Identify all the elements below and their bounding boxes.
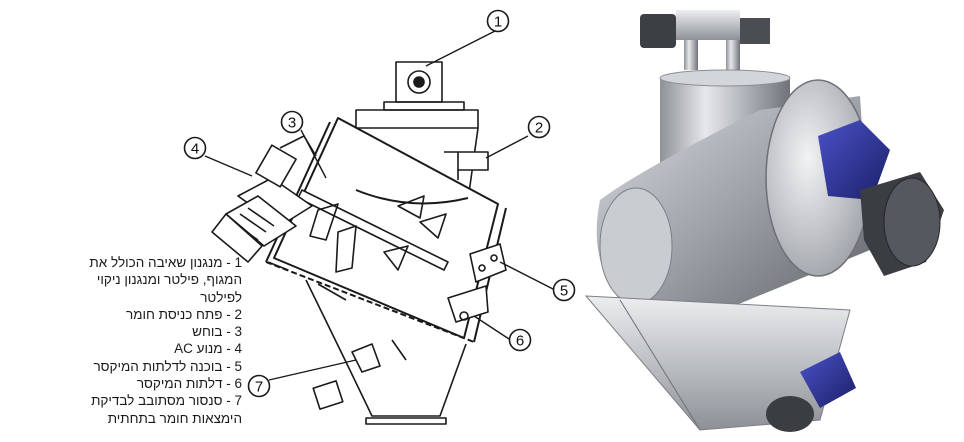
legend: 1 - מנגנון שאיבה הכולל את המגוף, פילטר ומ… (62, 254, 242, 427)
callout-leaders (204, 29, 554, 381)
legend-line: 5 - בוכנה לדלתות המיקסר (93, 358, 242, 374)
door-piston (447, 243, 507, 323)
callout-1: 1 (486, 9, 510, 33)
callout-2: 2 (527, 115, 551, 139)
legend-line: המגוף, פילטר ומנגנון ניקוי (96, 272, 242, 288)
legend-line: 3 - בוחש (192, 324, 242, 340)
callout-4: 4 (183, 136, 207, 160)
legend-line: 6 - דלתות המיקסר (136, 376, 242, 392)
svg-text:7: 7 (255, 379, 263, 396)
agitator (297, 189, 449, 273)
callout-markers: 1 2 3 4 5 6 7 (183, 9, 576, 398)
render-hopper (584, 295, 851, 431)
render-lower-motor (766, 352, 856, 432)
legend-line: 7 - סנסור מסתובב לבדיקת (91, 393, 242, 409)
schematic-drawing (211, 61, 507, 425)
svg-text:3: 3 (288, 115, 296, 132)
callout-5: 5 (552, 278, 576, 302)
callout-3: 3 (280, 110, 304, 134)
svg-text:6: 6 (516, 333, 524, 350)
material-inlet (444, 151, 489, 180)
callout-7: 7 (247, 374, 271, 398)
legend-line: 2 - פתח כניסת חומר (126, 306, 242, 322)
render-motor (818, 120, 944, 276)
legend-line: הימצאות חומר בתחתית (107, 410, 242, 426)
svg-text:5: 5 (560, 283, 568, 300)
legend-line: לפילטר (200, 289, 242, 305)
render-vacuum-unit (640, 10, 770, 70)
svg-text:2: 2 (535, 120, 543, 137)
bottom-hopper (267, 261, 467, 425)
mixer-render (584, 10, 944, 432)
ac-motor (211, 135, 317, 263)
svg-text:4: 4 (191, 141, 199, 158)
callout-6: 6 (508, 328, 532, 352)
legend-line: 1 - מנגנון שאיבה הכולל את (89, 255, 242, 270)
svg-text:1: 1 (494, 14, 502, 31)
legend-line: 4 - מנוע AC (174, 341, 242, 357)
